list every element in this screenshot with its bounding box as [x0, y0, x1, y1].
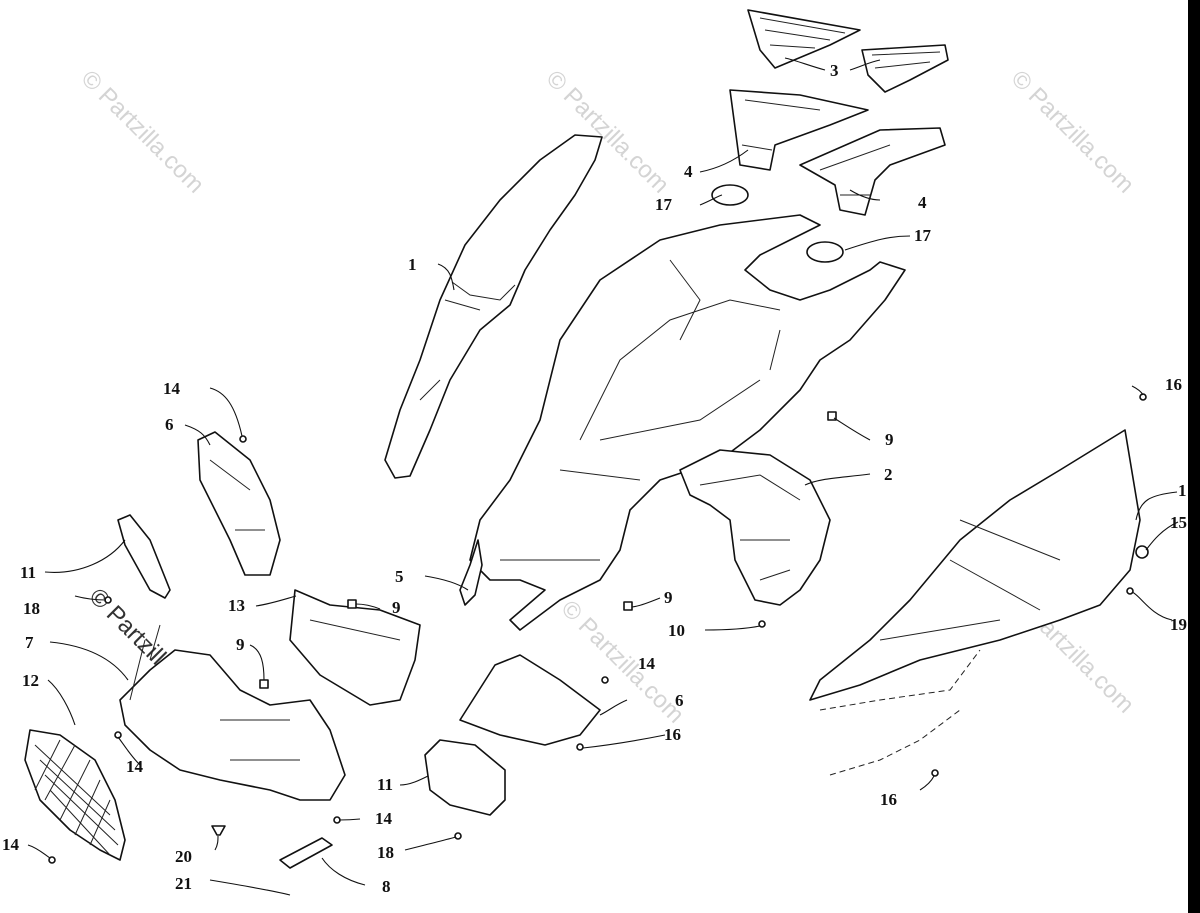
leader-lines: [27, 57, 1179, 896]
callout-label: 18: [377, 843, 394, 862]
callout-label: 1: [408, 255, 417, 274]
part-1-left-side-panel: [384, 134, 603, 479]
right-edge-bar: [1188, 0, 1200, 913]
callout-label: 15: [1170, 513, 1187, 532]
callout-label: 10: [668, 621, 685, 640]
part-5-trim-strip: [459, 539, 483, 606]
callout-label: 6: [675, 691, 684, 710]
callout-label: 9: [664, 588, 673, 607]
callout-label: 9: [392, 598, 401, 617]
part-11-lower-vent: [424, 739, 506, 816]
callout-label: 3: [830, 61, 839, 80]
callout-label: 14: [163, 379, 181, 398]
callout-label: 9: [236, 635, 245, 654]
callout-label: 18: [23, 599, 40, 618]
callout-label: 16: [880, 790, 897, 809]
callout-label: 16: [1165, 375, 1182, 394]
callout-label: 12: [22, 671, 39, 690]
watermark-top-left: © Partzilla.com: [76, 65, 209, 198]
part-2-air-box: [679, 449, 831, 606]
callout-label: 16: [664, 725, 681, 744]
callout-label: 19: [1170, 615, 1187, 634]
main-hood: [469, 214, 906, 631]
callout-label: 8: [382, 877, 391, 896]
callout-label: 14: [375, 809, 393, 828]
callout-label: 13: [228, 596, 245, 615]
hardware-fasteners: [48, 393, 1149, 864]
part-11-upper-vent: [117, 514, 171, 599]
callout-label: 21: [175, 874, 192, 893]
part-6-upper-bracket: [197, 431, 281, 576]
callout-label: 11: [20, 563, 36, 582]
callout-label: 14: [126, 757, 144, 776]
part-3-vents: [747, 9, 949, 93]
part-4-vent-housings: [729, 89, 946, 216]
callout-label: 9: [885, 430, 894, 449]
callout-label: 17: [655, 195, 673, 214]
callout-label: 20: [175, 847, 192, 866]
callout-label: 14: [638, 654, 656, 673]
watermark-top-right: © Partzilla.com: [1006, 65, 1139, 198]
part-12-grille: [24, 729, 126, 861]
callout-label: 5: [395, 567, 404, 586]
callout-label: 4: [918, 193, 927, 212]
callout-label: 6: [165, 415, 174, 434]
callout-label: 7: [25, 633, 34, 652]
part-1-right-side-panel: [809, 429, 1141, 776]
callout-labels: 1 1 2 3 4 4 5 6 6 7 8 9 9 9 9 10 11 11 1…: [2, 61, 1187, 896]
part-17-grommets: [711, 184, 844, 263]
part-7-lower-nose: [119, 624, 346, 801]
callout-label: 1: [1178, 481, 1187, 500]
part-8-plate: [279, 837, 333, 869]
part-6-lower-bracket: [459, 654, 601, 746]
callout-label: 17: [914, 226, 932, 245]
callout-label: 11: [377, 775, 393, 794]
callout-label: 14: [2, 835, 20, 854]
callout-label: 4: [684, 162, 693, 181]
callout-label: 2: [884, 465, 893, 484]
